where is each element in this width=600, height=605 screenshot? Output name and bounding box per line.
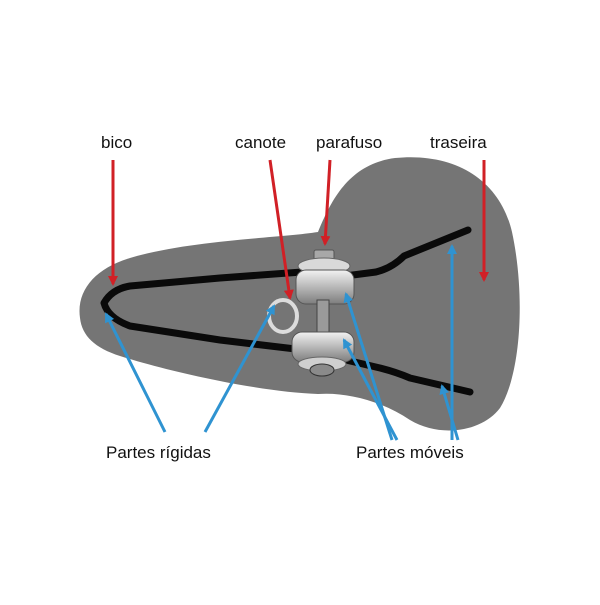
- label-bico: bico: [101, 133, 133, 152]
- right-lower-rail: [342, 356, 474, 396]
- arrow-rigid-ring: [203, 304, 276, 433]
- rails: [100, 226, 474, 396]
- arrow-parafuso: [320, 159, 332, 246]
- label-parafuso: parafuso: [316, 133, 383, 152]
- blue-arrows: [104, 244, 460, 441]
- red-arrows: [108, 159, 489, 300]
- upper-rail: [100, 268, 308, 354]
- label-canote: canote: [235, 133, 287, 152]
- arrow-canote: [268, 159, 294, 300]
- clamp-assembly: [267, 249, 355, 377]
- bolt-head: [309, 363, 335, 377]
- arrow-moving-lower-clamp: [342, 338, 399, 441]
- right-upper-rail: [341, 226, 472, 280]
- arrow-rigid-rail: [104, 312, 167, 433]
- label-partes-moveis: Partes móveis: [356, 443, 464, 462]
- label-traseira: traseira: [430, 133, 487, 152]
- arrow-moving-lower-rail: [439, 384, 460, 441]
- upper-clamp: [295, 269, 355, 305]
- label-partes-rigidas: Partes rígidas: [106, 443, 211, 462]
